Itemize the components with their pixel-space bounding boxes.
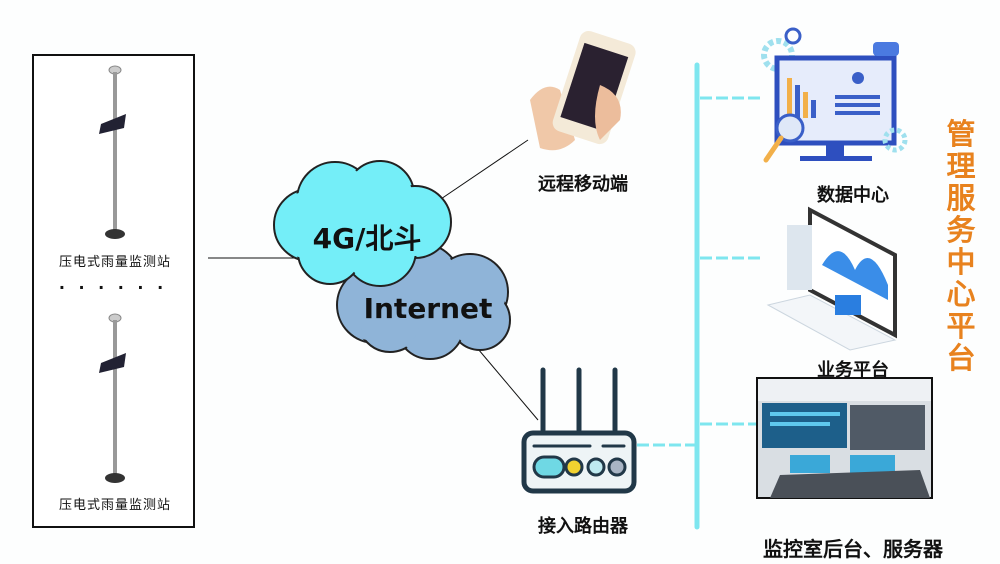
rain-station-icon: [99, 313, 126, 483]
rain-station-icon: [99, 65, 126, 239]
ellipsis: · · · · · ·: [58, 278, 168, 297]
business-platform-laptop-icon: [766, 206, 897, 351]
network-bus: [637, 62, 760, 530]
data-center-label: 数据中心: [817, 185, 889, 206]
cellular-cloud-label: 4G/北斗: [312, 222, 422, 255]
platform-title: 管理服务中心平台: [946, 117, 976, 375]
station-label: 压电式雨量监测站: [58, 498, 172, 513]
business-platform-label: 业务平台: [817, 360, 889, 381]
router-label: 接入路由器: [538, 516, 628, 537]
monitoring-room-label: 监控室后台、服务器: [763, 537, 943, 561]
mobile-link: [434, 139, 529, 204]
smartphone-in-hand-icon: [530, 30, 636, 151]
monitoring-room-photo: [756, 377, 933, 499]
router-icon: [521, 367, 637, 494]
data-center-monitor-icon: [761, 27, 908, 163]
mobile-label: 远程移动端: [538, 174, 628, 195]
internet-cloud-label: Internet: [363, 292, 493, 325]
station-label: 压电式雨量监测站: [58, 255, 172, 270]
